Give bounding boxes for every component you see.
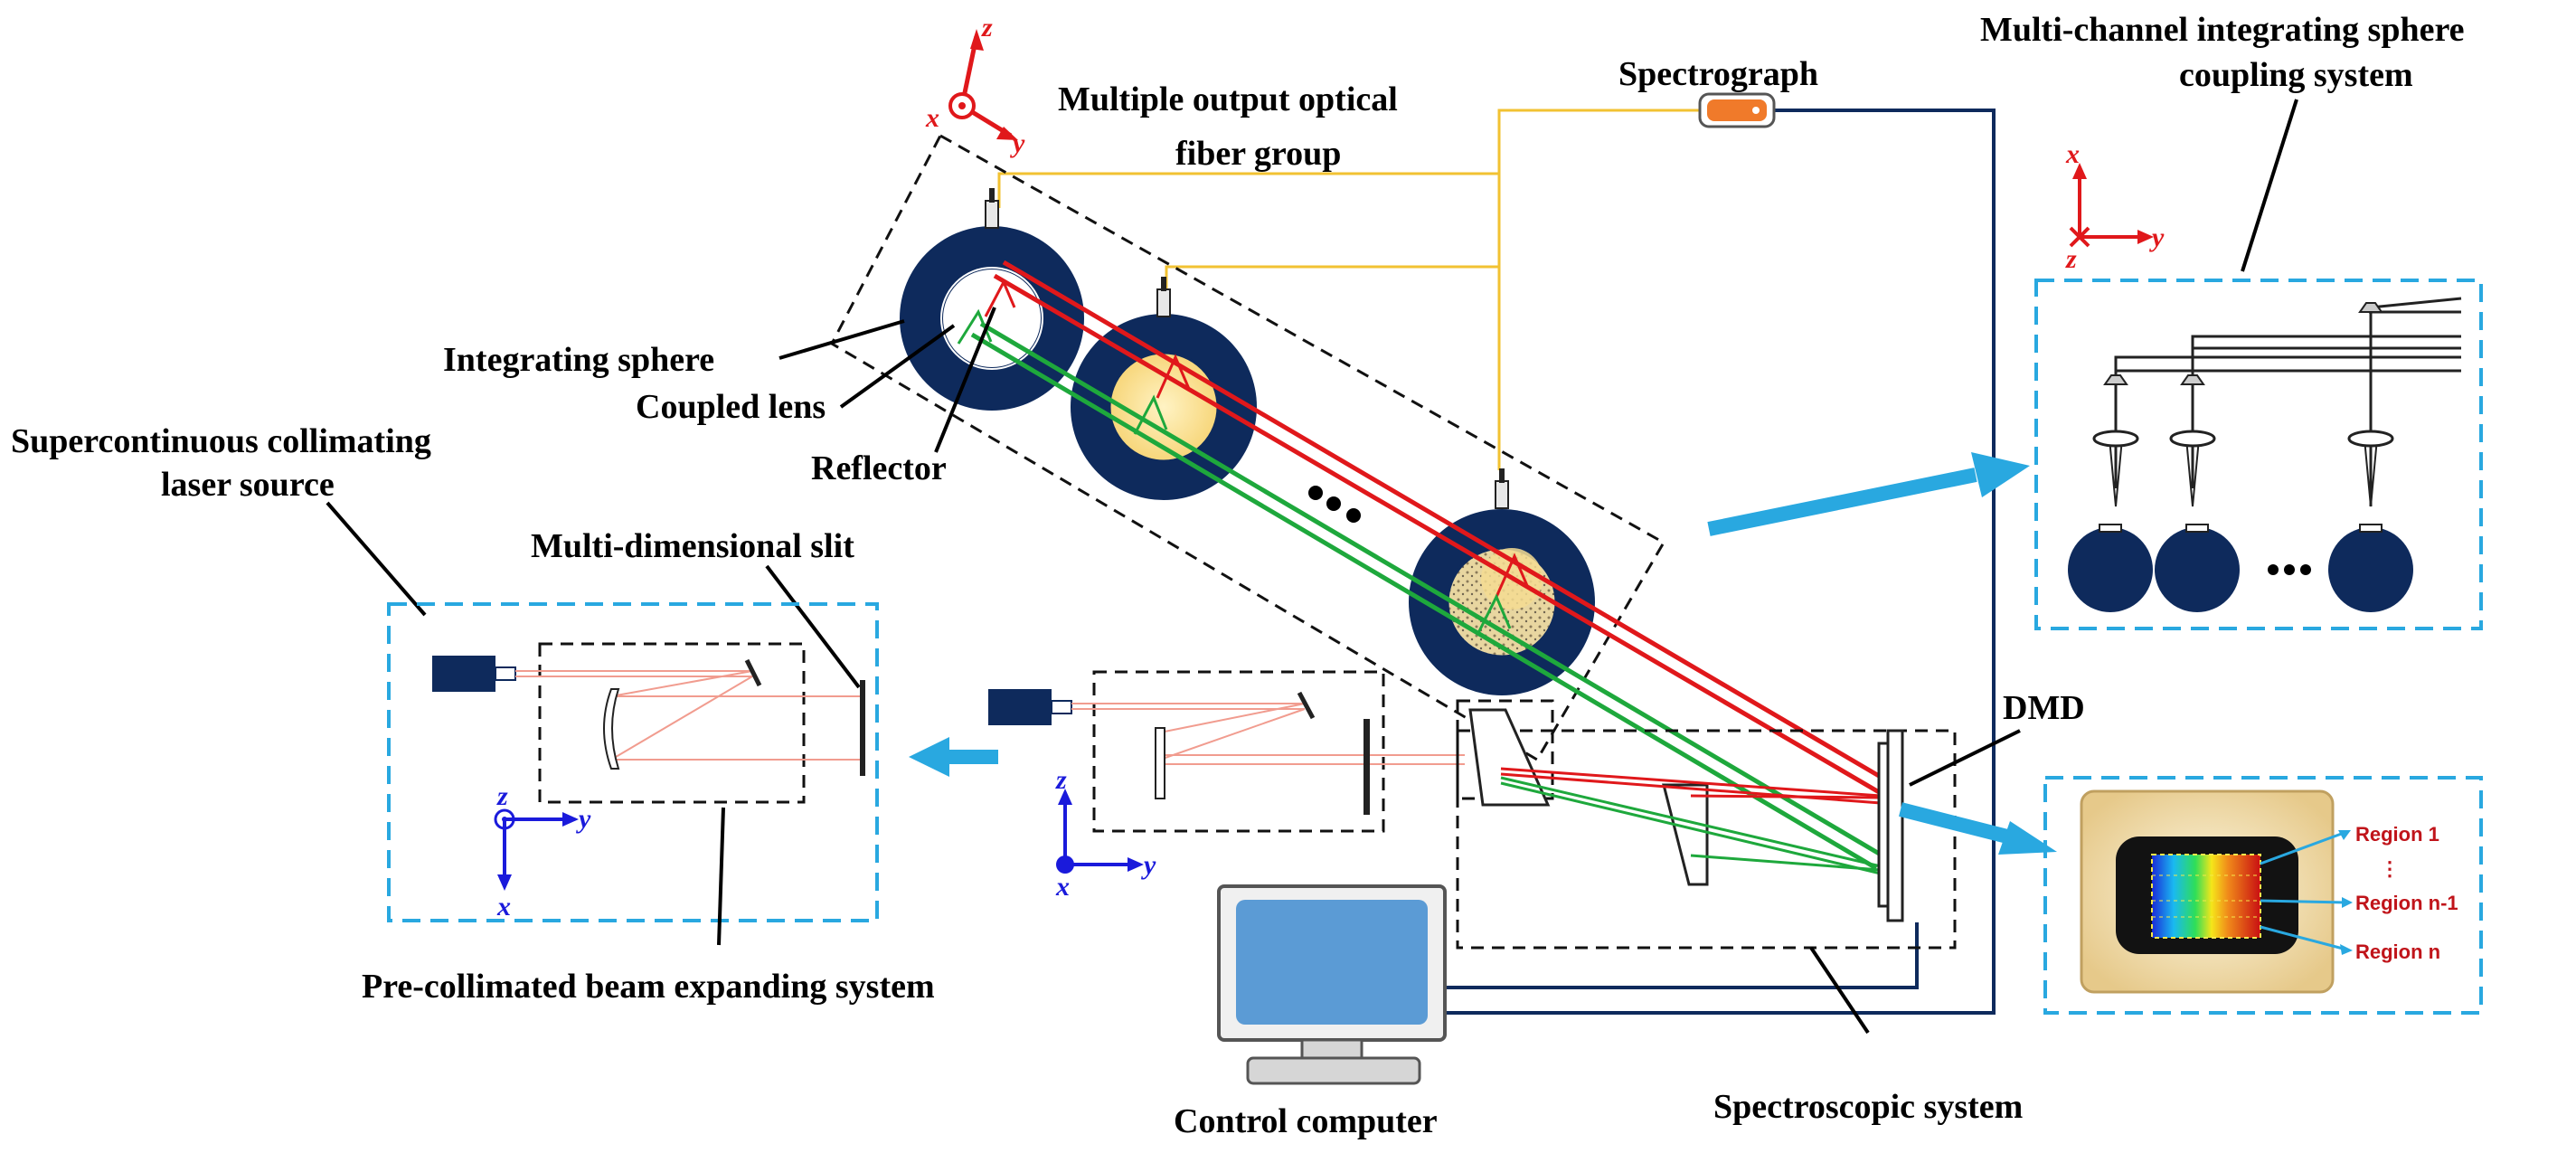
multi-channel-box — [2034, 279, 2483, 630]
multi-channel-label-line2: coupling system — [2179, 56, 2413, 94]
spectrograph-device — [1698, 92, 1776, 128]
fiber-connector-icon — [985, 200, 999, 229]
control-computer-icon — [1217, 884, 1447, 1085]
integrating-sphere-label: Integrating sphere — [443, 341, 714, 379]
middle-beam-paths — [1071, 703, 1465, 765]
axis-x-label: x — [925, 103, 939, 133]
fiber-group-label-line2: fiber group — [1175, 135, 1341, 173]
middle-slit-icon — [1363, 719, 1370, 815]
spectro-beam-paths — [1500, 767, 1882, 875]
middle-optics-box — [1092, 670, 1385, 833]
left-axis-y: y — [576, 804, 591, 834]
middle-fold-mirror-icon — [1297, 691, 1316, 720]
integrating-sphere-2 — [1071, 277, 1257, 500]
multi-channel-ellipsis — [2268, 564, 2311, 575]
control-computer-label: Control computer — [1174, 1102, 1438, 1140]
multi-slit-label: Multi-dimensional slit — [531, 527, 854, 565]
fiber-connector-icon — [1495, 480, 1509, 509]
multi-channel-beams — [2109, 438, 2378, 507]
blue-arrow-to-multichannel — [1707, 452, 2030, 536]
region-n-label: Region n — [2355, 940, 2440, 963]
beam-expander-inner-box — [538, 642, 806, 804]
blue-arrow-left — [909, 737, 998, 777]
middle-laser-source — [988, 689, 1072, 725]
fiber-group-label-line1: Multiple output optical — [1058, 80, 1398, 118]
axis-z-label: z — [981, 13, 993, 43]
middle-axis-x: x — [1055, 872, 1070, 902]
red-beam — [984, 260, 1892, 799]
fiber-connector-icon — [1156, 288, 1171, 317]
supercontinuous-label-line1: Supercontinuous collimating — [11, 422, 431, 460]
multi-channel-fibers — [2114, 297, 2462, 506]
dmd-label: DMD — [2003, 689, 2085, 727]
coupled-lens-label: Coupled lens — [636, 388, 826, 426]
middle-axes: z y x — [1055, 765, 1156, 902]
right-axis-z: z — [2065, 244, 2077, 274]
spectroscopic-system-label: Spectroscopic system — [1713, 1088, 2023, 1126]
spectrograph-label: Spectrograph — [1618, 55, 1818, 93]
fold-mirror-icon — [744, 658, 762, 687]
pre-collimated-system-box — [387, 602, 879, 922]
multi-channel-spheres — [2068, 527, 2413, 612]
blue-arrow-to-dmd — [1899, 802, 2057, 855]
sphere-array-boundary — [830, 133, 1666, 762]
prism-icon — [1468, 708, 1551, 807]
second-prism-icon — [1662, 783, 1709, 886]
cylindrical-lens-icon — [1155, 727, 1165, 799]
green-beam — [957, 308, 1882, 871]
region-pointers — [2260, 830, 2347, 951]
region-n-1-label: Region n-1 — [2355, 892, 2458, 914]
axis-y-label: y — [1010, 128, 1025, 158]
pre-collimated-label: Pre-collimated beam expanding system — [362, 968, 935, 1006]
reflector-label: Reflector — [811, 449, 947, 487]
dmd-chip-photo — [2080, 789, 2335, 994]
middle-axis-z: z — [1055, 765, 1067, 795]
more-spheres-dots — [1308, 486, 1361, 523]
multi-channel-mirrors — [2103, 302, 2383, 385]
middle-axis-y: y — [1141, 850, 1156, 880]
left-axis-x: x — [496, 892, 511, 921]
right-axis-y: y — [2149, 222, 2165, 252]
supercontinuous-label-line2: laser source — [161, 466, 335, 504]
concave-mirror-icon — [603, 688, 620, 770]
right-axis-x: x — [2065, 139, 2080, 169]
left-laser-source — [432, 656, 516, 692]
region-1-label: Region 1 — [2355, 823, 2439, 846]
left-axes: z y x — [494, 781, 591, 921]
multi-channel-lenses — [2092, 430, 2394, 448]
left-axis-z: z — [496, 781, 508, 811]
right-axes: x y z — [2065, 139, 2165, 274]
slit-icon — [860, 680, 865, 776]
integrating-sphere-1 — [900, 188, 1084, 411]
spectroscopic-system-box — [1456, 729, 1957, 950]
top-axes: z y x — [925, 13, 1025, 158]
region-ellipsis: ⋮ — [2380, 857, 2400, 880]
left-beam-paths — [515, 670, 861, 761]
dmd-mount-icon — [1886, 729, 1904, 922]
data-cables — [1447, 109, 1996, 1015]
multi-channel-label-line1: Multi-channel integrating sphere — [1980, 11, 2465, 49]
